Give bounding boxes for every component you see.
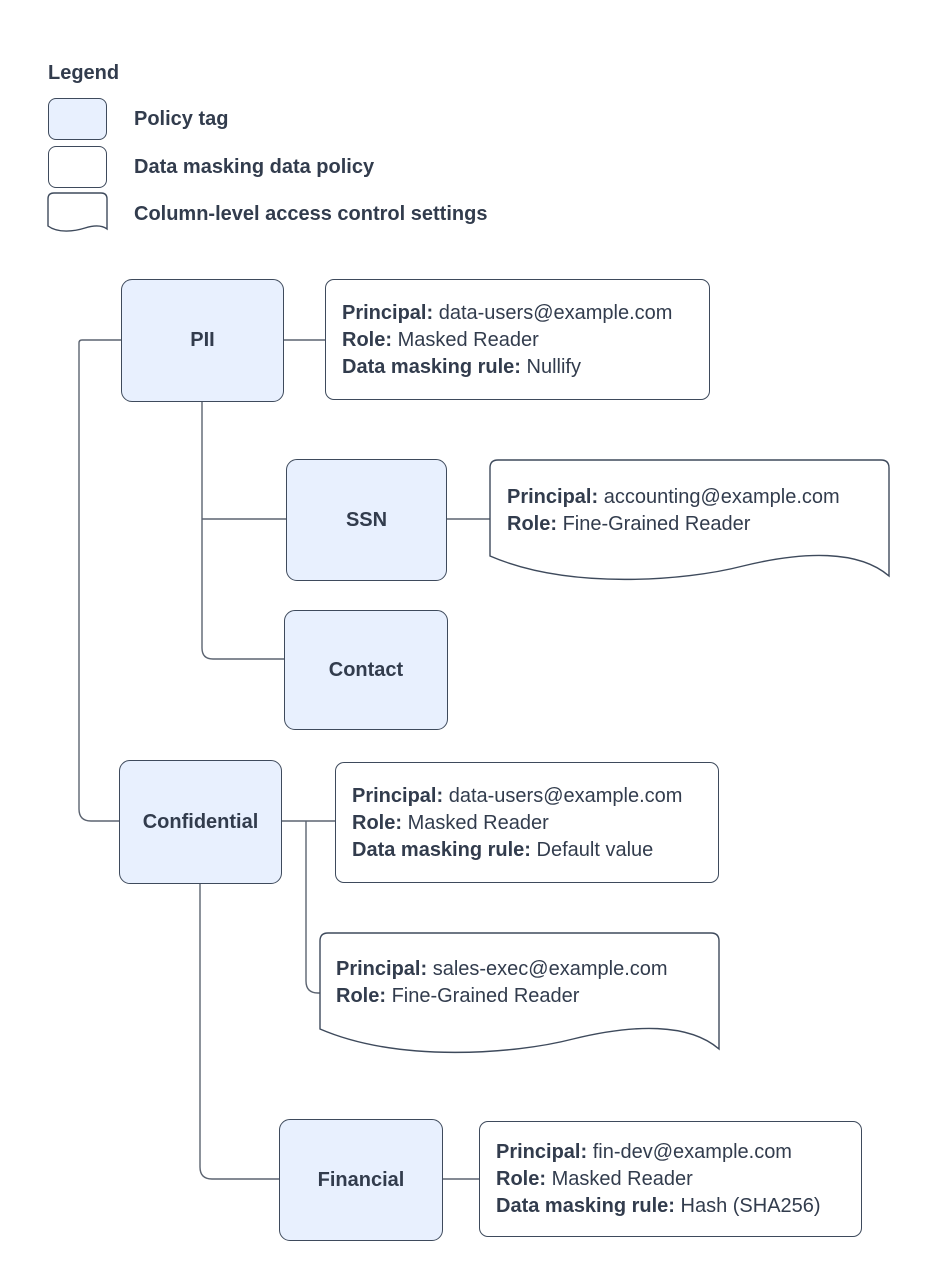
column-acl-shape-ssn [489,459,890,581]
field-label: Role: [352,812,402,834]
node-label-ssn: SSN [345,508,388,531]
node-label-confidential: Confidential [142,810,259,833]
legend-data-policy-label: Data masking data policy [134,156,375,178]
policy-role-line: Role: Fine-Grained Reader [507,511,840,538]
policy-tag-node-ssn: SSN [286,459,447,581]
policy-principal-line: Principal: accounting@example.com [507,484,840,511]
policy-tag-node-pii: PII [121,279,284,402]
field-value: Default value [536,839,654,861]
connector-confidential-financial [199,882,279,1180]
field-label: Principal: [342,302,434,324]
field-label: Role: [342,329,392,351]
field-label: Data masking rule: [342,356,521,378]
legend-column-acl-swatch [47,192,108,232]
policy-principal-line: Principal: fin-dev@example.com [496,1139,861,1166]
field-label: Principal: [336,958,428,980]
policy-rule-line: Data masking rule: Default value [352,837,718,864]
field-label: Data masking rule: [496,1195,675,1217]
policy-role-line: Role: Masked Reader [496,1166,861,1193]
field-label: Principal: [352,785,444,807]
policy-principal-line: Principal: data-users@example.com [352,783,718,810]
policy-role-line: Role: Masked Reader [352,810,718,837]
policy-role-line: Role: Fine-Grained Reader [336,983,668,1010]
column-acl-ssn: Principal: accounting@example.com Role: … [507,484,840,538]
field-value: accounting@example.com [603,486,840,508]
field-label: Role: [507,513,557,535]
policy-rule-line: Data masking rule: Hash (SHA256) [496,1193,861,1220]
policy-principal-line: Principal: data-users@example.com [342,300,709,327]
data-policy-financial: Principal: fin-dev@example.com Role: Mas… [479,1121,862,1237]
node-label-pii: PII [190,329,215,351]
field-label: Principal: [507,486,599,508]
node-label-contact: Contact [328,658,404,681]
field-value: Hash (SHA256) [680,1195,821,1217]
column-acl-confidential: Principal: sales-exec@example.com Role: … [336,956,668,1010]
policy-rule-line: Data masking rule: Nullify [342,354,709,381]
field-value: sales-exec@example.com [432,958,668,980]
field-label: Role: [336,985,386,1007]
connector-pii-contact [201,400,284,660]
data-policy-pii: Principal: data-users@example.com Role: … [325,279,710,400]
policy-role-line: Role: Masked Reader [342,327,709,354]
legend-data-policy-swatch [48,146,107,188]
column-acl-shape-confidential [319,932,720,1054]
node-label-financial: Financial [317,1168,405,1191]
field-value: Masked Reader [551,1168,693,1190]
policy-tag-node-confidential: Confidential [119,760,282,884]
legend-policy-tag-swatch [48,98,107,140]
connector-confidential-access [305,821,321,994]
field-value: Fine-Grained Reader [562,513,751,535]
field-value: data-users@example.com [448,785,683,807]
field-value: fin-dev@example.com [592,1141,792,1163]
field-label: Principal: [496,1141,588,1163]
field-value: Fine-Grained Reader [391,985,580,1007]
policy-principal-line: Principal: sales-exec@example.com [336,956,668,983]
field-value: data-users@example.com [438,302,673,324]
legend-title: Legend [48,62,120,84]
field-value: Masked Reader [407,812,549,834]
connector-pii-confidential-trunk [78,339,121,822]
legend-column-acl-label: Column-level access control settings [134,203,488,225]
legend-policy-tag-label: Policy tag [134,108,229,130]
field-label: Data masking rule: [352,839,531,861]
field-label: Role: [496,1168,546,1190]
field-value: Masked Reader [397,329,539,351]
policy-tag-node-financial: Financial [279,1119,443,1241]
field-value: Nullify [526,356,581,378]
data-policy-confidential: Principal: data-users@example.com Role: … [335,762,719,883]
policy-tag-node-contact: Contact [284,610,448,730]
